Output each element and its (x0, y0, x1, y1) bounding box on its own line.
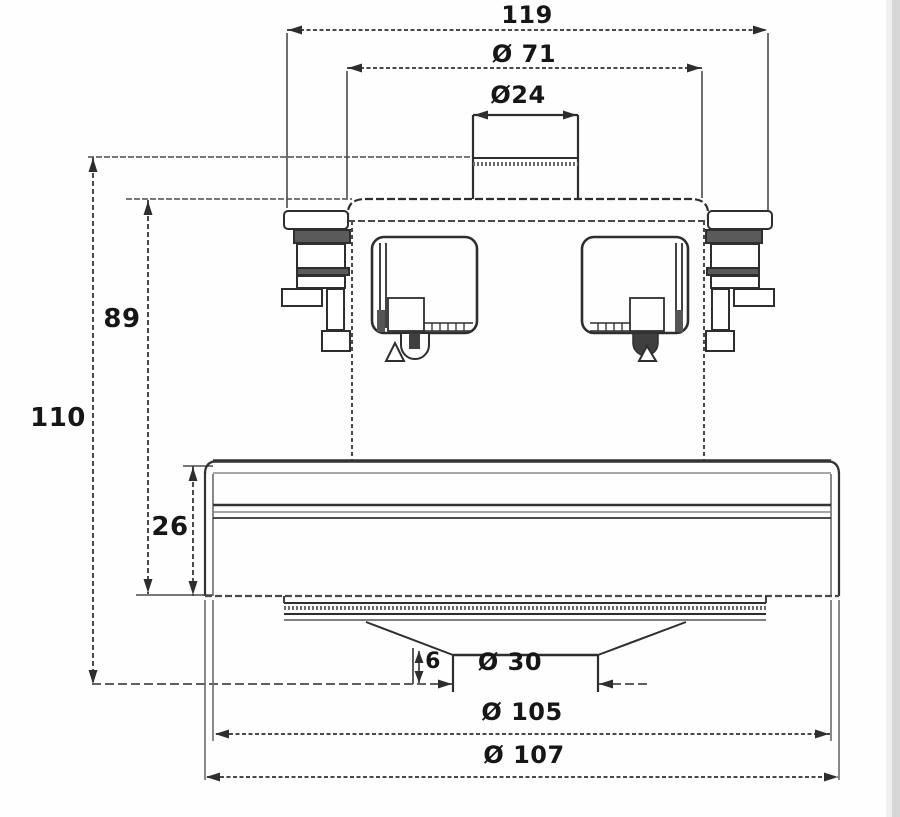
terminal-bracket-left (281, 210, 351, 352)
dim-label-fan-outer-diameter: Ø 107 (483, 741, 565, 769)
bottom-cover (283, 596, 767, 656)
dim-label-shaft-boss-diameter: Ø24 (490, 81, 546, 109)
dimension-lines (88, 29, 840, 780)
dim-label-inlet-diameter: Ø 30 (477, 648, 543, 676)
motor-windows (370, 235, 690, 362)
dim-label-fan-housing-height: 26 (151, 512, 189, 542)
dim-label-overall-width: 119 (501, 1, 553, 29)
dim-label-fan-inner-diameter: Ø 105 (481, 698, 563, 726)
dim-label-upper-housing-diameter: Ø 71 (491, 40, 557, 68)
shaft-boss (471, 115, 580, 199)
dim-label-motor-body-height: 89 (103, 304, 141, 334)
terminal-bracket-right (705, 210, 775, 352)
top-cap (346, 197, 710, 222)
motor-body (351, 221, 705, 461)
scan-edge-strip (886, 0, 900, 817)
dim-label-overall-height: 110 (30, 403, 86, 433)
dimension-arrowheads (88, 25, 838, 782)
fan-housing (203, 459, 841, 598)
inlet-collar (451, 653, 600, 692)
dim-label-inlet-collar-height: 6 (425, 649, 441, 674)
